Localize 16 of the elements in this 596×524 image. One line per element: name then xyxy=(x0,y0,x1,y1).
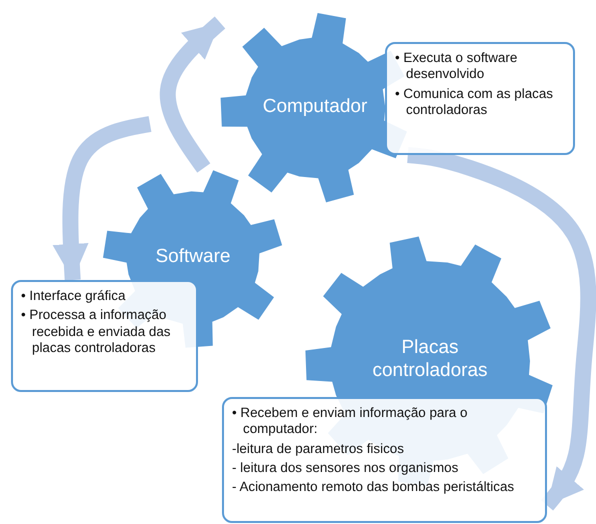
bullet-item: • Comunica com as placas controladoras xyxy=(395,86,554,118)
text-panel xyxy=(222,397,547,523)
bullet-item: • Interface gráfica xyxy=(21,288,126,304)
list-line: - Acionamento remoto das bombas peristálticas xyxy=(232,479,516,496)
bullet-item: • Processa a informação recebida e enviada das placas controladoras xyxy=(21,307,172,356)
list-line: - leitura dos sensores nos organismos xyxy=(232,460,460,476)
gear-label: Software xyxy=(154,246,232,269)
bullet-item: • Executa o software desenvolvido xyxy=(395,50,518,83)
text-panel xyxy=(385,42,575,155)
gear-label: Placas controladoras xyxy=(371,337,489,383)
curved-arrow xyxy=(160,16,226,173)
curved-arrow xyxy=(52,116,152,280)
bullet-item: • Recebem e enviam informação para o computador: xyxy=(232,405,468,438)
list-line: -leitura de parametros fisicos xyxy=(232,440,405,458)
text-panel xyxy=(11,280,198,392)
gear-label: Computador xyxy=(262,96,368,119)
